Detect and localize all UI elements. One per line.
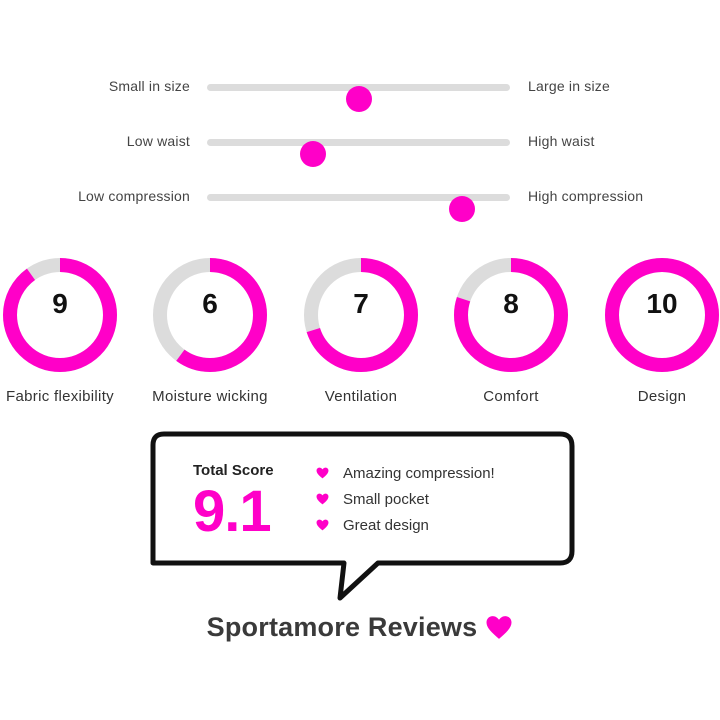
gauge-ring	[3, 258, 117, 372]
gauge-label: Ventilation	[324, 388, 398, 405]
highlight-text: Small pocket	[343, 490, 429, 508]
slider-compression-left-label: Low compression	[78, 188, 190, 204]
gauge-ring	[454, 258, 568, 372]
gauge-ring-fill	[304, 258, 418, 372]
highlight-text: Great design	[343, 516, 429, 534]
gauge-ventilation: 7 Ventilation	[296, 250, 426, 405]
gauge-label: Comfort	[483, 388, 539, 405]
gauge-label: Fabric flexibility	[6, 388, 114, 405]
slider-size-right-label: Large in size	[528, 78, 610, 94]
highlight-item: Amazing compression!	[316, 460, 495, 486]
heart-icon	[485, 615, 513, 640]
gauge-ring-fill	[3, 258, 117, 372]
gauge-value: 7	[353, 288, 369, 319]
gauge-moisture-wicking: 6 Moisture wicking	[145, 250, 275, 405]
slider-compression[interactable]: Low compression High compression	[0, 182, 720, 222]
slider-waist[interactable]: Low waist High waist	[0, 127, 720, 167]
highlight-text: Amazing compression!	[343, 464, 495, 482]
gauge-label: Design	[637, 388, 687, 405]
slider-waist-track[interactable]	[207, 139, 510, 167]
heart-icon	[316, 519, 329, 531]
slider-compression-right-label: High compression	[528, 188, 644, 204]
slider-compression-thumb[interactable]	[448, 196, 475, 222]
gauge-value: 10	[646, 288, 678, 319]
gauge-ring	[605, 258, 719, 372]
gauge-value: 8	[503, 288, 519, 319]
gauge-value: 9	[52, 288, 68, 319]
score-bubble	[150, 431, 575, 601]
gauge-label: Moisture wicking	[152, 388, 268, 405]
gauge-ring	[304, 258, 418, 372]
gauge-ring	[153, 258, 267, 372]
brand-footer: Sportamore Reviews	[0, 612, 720, 643]
gauge-ring-fill	[605, 258, 719, 372]
total-score-label: Total Score	[193, 462, 274, 479]
slider-size-track[interactable]	[207, 84, 510, 112]
total-score-value: 9.1	[193, 479, 272, 544]
gauge-value: 6	[202, 288, 218, 319]
brand-name: Sportamore Reviews	[206, 612, 478, 642]
highlight-item: Small pocket	[316, 486, 495, 512]
slider-waist-thumb[interactable]	[300, 141, 327, 167]
slider-compression-track[interactable]	[207, 194, 510, 222]
bubble-outline	[150, 431, 575, 601]
gauge-comfort: 8 Comfort	[446, 250, 576, 405]
heart-icon	[316, 493, 329, 505]
rating-gauges: 9 Fabric flexibility 6 Moisture wicking …	[0, 250, 720, 420]
highlights-list: Amazing compression! Small pocket Great …	[316, 460, 495, 538]
gauge-ring-fill	[454, 258, 568, 372]
slider-size-left-label: Small in size	[108, 78, 190, 94]
highlight-item: Great design	[316, 512, 495, 538]
slider-size-thumb[interactable]	[345, 86, 372, 112]
heart-icon	[316, 467, 329, 479]
gauge-fabric-flexibility: 9 Fabric flexibility	[0, 250, 125, 405]
gauge-design: 10 Design	[597, 250, 720, 405]
gauge-ring-fill	[153, 258, 267, 372]
slider-waist-right-label: High waist	[528, 133, 595, 149]
slider-size[interactable]: Small in size Large in size	[0, 72, 720, 112]
slider-waist-left-label: Low waist	[126, 133, 190, 149]
